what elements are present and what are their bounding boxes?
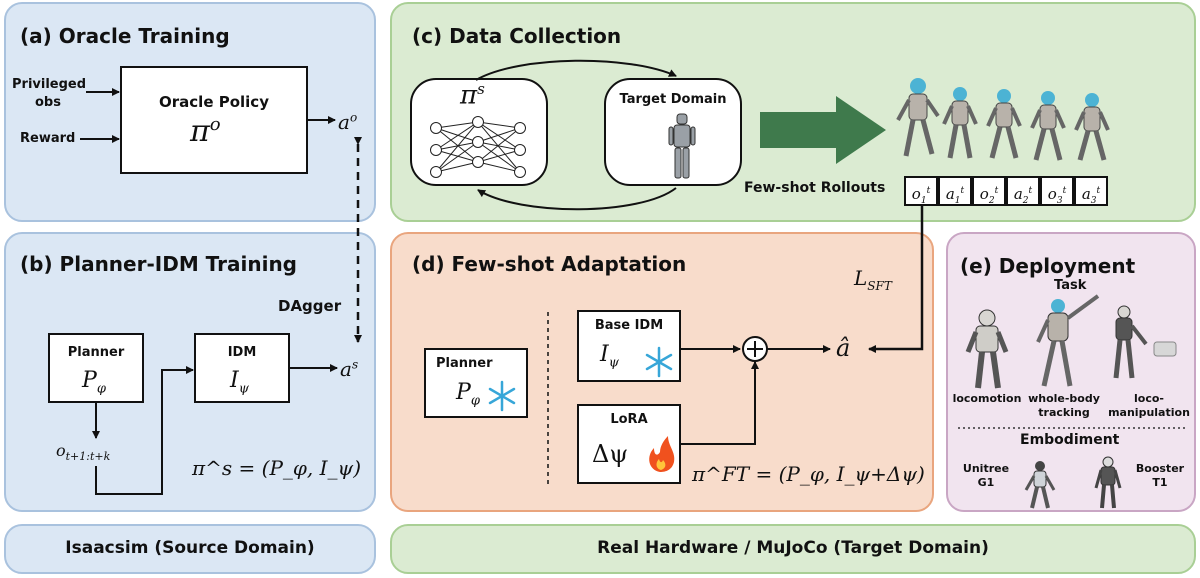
panel-c-title: (c) Data Collection bbox=[412, 24, 622, 48]
task-label: Task bbox=[1054, 278, 1087, 293]
rollout-cell-symbol: a bbox=[945, 185, 955, 203]
rollout-cell-symbol: a bbox=[1081, 185, 1091, 203]
rollout-cell-symbol: o bbox=[911, 185, 921, 203]
frozen-planner-symbol: Pφ bbox=[456, 380, 480, 408]
rollout-cell-superscript: t bbox=[960, 186, 965, 196]
sft-loss-label: LSFT bbox=[854, 266, 892, 293]
loss-subscript: SFT bbox=[867, 279, 892, 293]
rollout-cell: o3t bbox=[1040, 176, 1074, 206]
task-lm-line-1: loco- bbox=[1134, 392, 1164, 405]
rollout-cell-subscript: 2 bbox=[988, 196, 995, 206]
footer-target-domain bbox=[390, 524, 1196, 574]
obs-subscript: t+1:t+k bbox=[65, 450, 111, 464]
panel-e-title: (e) Deployment bbox=[960, 254, 1136, 278]
idm-psi: ψ bbox=[238, 381, 249, 397]
task-whole-body-tracking: whole-body tracking bbox=[1026, 392, 1102, 420]
student-action-symbol: a bbox=[340, 357, 352, 381]
pi-superscript: o bbox=[209, 114, 221, 135]
rollout-cell-superscript: t bbox=[1096, 186, 1101, 196]
adapted-action-label: â bbox=[836, 334, 851, 362]
idm-label-b: IDM bbox=[227, 345, 257, 360]
planner-phi: φ bbox=[96, 381, 106, 397]
oracle-policy-label: Oracle Policy bbox=[159, 93, 269, 111]
rollout-cell-superscript: t bbox=[926, 186, 931, 196]
pi-s-symbol: π bbox=[460, 80, 478, 111]
frozen-planner-box bbox=[424, 348, 528, 418]
rollout-cell: o1t bbox=[904, 176, 938, 206]
action-symbol: a bbox=[338, 110, 350, 134]
idm-box-b bbox=[194, 333, 290, 403]
lora-symbol: Δψ bbox=[592, 440, 629, 468]
rollout-cell: a1t bbox=[938, 176, 972, 206]
rollout-cell-subscript: 3 bbox=[1090, 196, 1097, 206]
oracle-action-label: ao bbox=[338, 110, 357, 134]
future-obs-label: ot+1:t+k bbox=[56, 441, 110, 463]
oracle-policy-symbol: πo bbox=[190, 114, 221, 149]
robot-g1-line-2: G1 bbox=[977, 476, 995, 489]
robot-t1-line-1: Booster bbox=[1135, 462, 1185, 475]
loss-symbol: L bbox=[854, 266, 868, 290]
robot-unitree-g1: Unitree G1 bbox=[956, 462, 1016, 490]
panel-d-title: (d) Few-shot Adaptation bbox=[412, 252, 687, 276]
panel-a-title: (a) Oracle Training bbox=[20, 24, 230, 48]
idm-symbol-b: Iψ bbox=[230, 368, 249, 396]
task-locomotion-line-1: locomotion bbox=[952, 392, 1022, 405]
rollout-cell: a3t bbox=[1074, 176, 1108, 206]
rollout-cell-symbol: o bbox=[1047, 185, 1057, 203]
footer-source-domain bbox=[4, 524, 376, 574]
student-action-superscript: s bbox=[351, 357, 359, 372]
lora-label: LoRA bbox=[610, 412, 648, 427]
task-loco-manipulation: loco- manipulation bbox=[1104, 392, 1194, 420]
action-superscript: o bbox=[349, 110, 358, 125]
base-idm-psi: ψ bbox=[608, 355, 619, 371]
pi-s-superscript: s bbox=[477, 80, 485, 98]
base-idm-symbol: Iψ bbox=[600, 342, 619, 370]
task-wbt-line-2: tracking bbox=[1038, 406, 1090, 419]
footer-left-label: Isaacsim (Source Domain) bbox=[65, 538, 315, 558]
rollout-cell-superscript: t bbox=[1062, 186, 1067, 196]
rollout-cell-subscript: 3 bbox=[1056, 196, 1063, 206]
rollout-cell: a2t bbox=[1006, 176, 1040, 206]
rollout-cell-superscript: t bbox=[1028, 186, 1033, 196]
privileged-obs-line-1: Privileged bbox=[12, 77, 87, 92]
student-policy-symbol-c: πs bbox=[460, 80, 485, 111]
rollout-cell-subscript: 1 bbox=[954, 196, 961, 206]
student-policy-equation: π^s = (P_φ, I_ψ) bbox=[192, 456, 362, 480]
rollout-cell-subscript: 1 bbox=[920, 196, 927, 206]
task-locomotion: locomotion bbox=[948, 392, 1026, 406]
dagger-label: DAgger bbox=[278, 297, 342, 315]
robot-t1-line-2: T1 bbox=[1152, 476, 1168, 489]
planner-label-b: Planner bbox=[67, 345, 125, 360]
base-idm-i: I bbox=[600, 342, 609, 367]
task-lm-line-2: manipulation bbox=[1108, 406, 1190, 419]
rollout-cell-symbol: a bbox=[1013, 185, 1023, 203]
privileged-obs-label: Privileged obs bbox=[12, 76, 87, 112]
frozen-planner-p: P bbox=[456, 380, 471, 405]
pi-symbol: π bbox=[190, 114, 210, 149]
rollout-cell-subscript: 2 bbox=[1022, 196, 1029, 206]
rollout-cell-symbol: o bbox=[979, 185, 989, 203]
panel-b-title: (b) Planner-IDM Training bbox=[20, 252, 297, 276]
planner-symbol-b: Pφ bbox=[82, 368, 106, 396]
rollout-cell-superscript: t bbox=[994, 186, 999, 196]
oracle-policy-box bbox=[120, 66, 308, 174]
student-action-label: as bbox=[340, 357, 358, 381]
privileged-obs-line-2: obs bbox=[35, 95, 61, 110]
reward-label: Reward bbox=[20, 131, 76, 146]
base-idm-label: Base IDM bbox=[594, 318, 664, 333]
embodiment-label: Embodiment bbox=[1020, 432, 1120, 448]
footer-right-label: Real Hardware / MuJoCo (Target Domain) bbox=[597, 538, 989, 558]
few-shot-rollouts-label: Few-shot Rollouts bbox=[744, 180, 886, 196]
obs-symbol: o bbox=[56, 441, 66, 460]
task-wbt-line-1: whole-body bbox=[1028, 392, 1100, 405]
robot-booster-t1: Booster T1 bbox=[1130, 462, 1190, 490]
robot-g1-line-1: Unitree bbox=[962, 462, 1010, 475]
idm-i: I bbox=[230, 368, 239, 393]
planner-p: P bbox=[82, 368, 97, 393]
target-domain-label: Target Domain bbox=[619, 92, 727, 107]
rollout-cell: o2t bbox=[972, 176, 1006, 206]
finetuned-policy-equation: π^FT = (P_φ, I_ψ+Δψ) bbox=[692, 462, 925, 486]
frozen-planner-phi: φ bbox=[470, 393, 480, 409]
frozen-planner-label: Planner bbox=[436, 356, 493, 371]
